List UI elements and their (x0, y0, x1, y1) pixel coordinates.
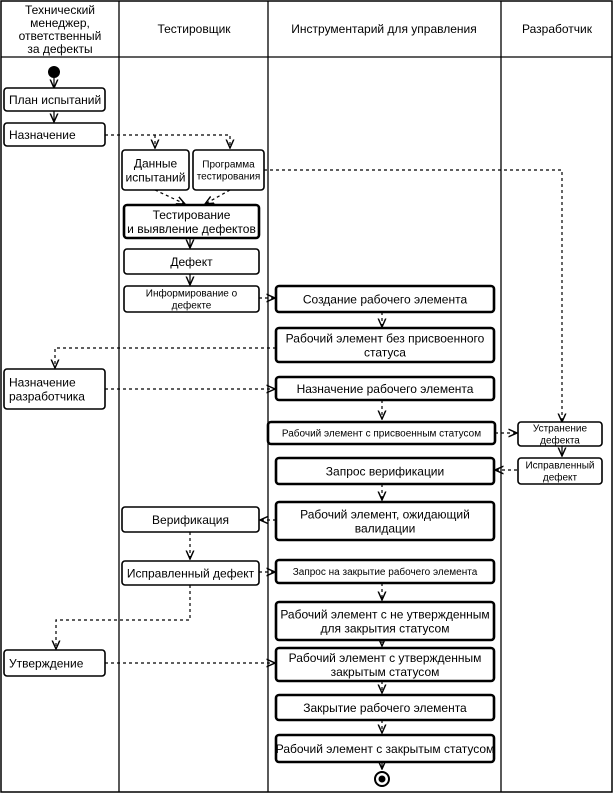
node-box (274, 326, 496, 364)
node-box (123, 248, 260, 275)
node-box (274, 284, 496, 314)
node-box (192, 149, 265, 191)
node-box (266, 420, 497, 446)
node-verification: Верификация (121, 506, 260, 533)
node-fixed-defect-tester: Исправленный дефект (121, 560, 260, 586)
node-approval: Утверждение (3, 649, 106, 677)
node-label: Запрос верификации (326, 464, 444, 478)
node-label: Верификация (152, 513, 229, 527)
end-node (374, 771, 390, 787)
node-box (517, 421, 603, 447)
node-label: План испытаний (9, 93, 101, 107)
node-box (121, 506, 260, 533)
node-label: Рабочий элемент с присвоенным статусом (282, 428, 481, 440)
node-label: Дефект (170, 255, 213, 269)
node-verification-request: Запрос верификации (274, 456, 496, 486)
node-box (274, 646, 496, 683)
node-box (274, 733, 496, 764)
node-work-item-assigned: Рабочий элемент с присвоенным статусом (266, 420, 497, 446)
node-box (274, 693, 496, 722)
start-node (48, 66, 60, 78)
node-label: Назначение рабочего элемента (297, 382, 474, 396)
node-box (274, 456, 496, 486)
node-assignment: Назначение (3, 122, 106, 147)
node-label: Запрос на закрытие рабочего элемента (293, 566, 478, 578)
node-create-work-item: Создание рабочего элемента (274, 284, 496, 314)
node-label: Назначение (9, 128, 76, 142)
lane-header-tester: Тестировщик (157, 22, 231, 36)
node-box (274, 558, 496, 585)
node-close-work-item: Закрытие рабочего элемента (274, 693, 496, 722)
node-box (3, 649, 106, 677)
node-label: Утверждение (9, 656, 84, 670)
node-box (274, 500, 496, 542)
node-box (517, 457, 603, 485)
node-work-item-closed: Рабочий элемент с закрытым статусом (274, 733, 496, 764)
node-close-request: Запрос на закрытие рабочего элемента (274, 558, 496, 585)
lane-header-developer: Разработчик (522, 22, 593, 36)
node-label: Рабочий элемент с закрытым статусом (276, 742, 495, 756)
node-box (274, 375, 496, 402)
node-box (122, 203, 261, 240)
lane-header-tool: Инструментарий для управления (291, 22, 476, 36)
node-defect: Дефект (123, 248, 260, 275)
node-box (3, 122, 106, 147)
connectors (54, 78, 562, 769)
node-test-plan: План испытаний (3, 87, 106, 112)
node-box (3, 87, 106, 112)
node-label: Закрытие рабочего элемента (303, 701, 467, 715)
node-box (121, 149, 190, 191)
node-box (121, 560, 260, 586)
node-box (3, 368, 106, 410)
node-box (123, 285, 260, 313)
node-label: Создание рабочего элемента (303, 292, 468, 306)
node-assign-work-item: Назначение рабочего элемента (274, 375, 496, 402)
node-box (274, 600, 496, 642)
node-label: Исправленный дефект (127, 566, 255, 580)
